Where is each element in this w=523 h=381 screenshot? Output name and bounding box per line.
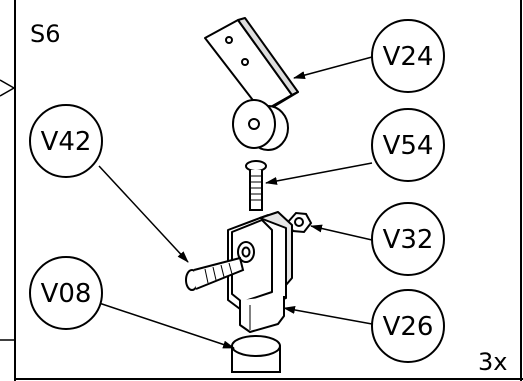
callout-v26: V26	[371, 289, 445, 363]
screw-part	[245, 160, 267, 211]
quantity-label: 3x	[478, 348, 507, 376]
callout-v32-label: V32	[383, 225, 434, 255]
callout-v32: V32	[371, 202, 445, 276]
callout-v24-label: V24	[383, 42, 434, 72]
callout-v54-label: V54	[383, 131, 434, 161]
leader-lines	[95, 56, 373, 349]
ring-part	[231, 335, 281, 373]
callout-v24: V24	[371, 19, 445, 93]
bolt-part	[185, 256, 245, 291]
frame-side-marks	[0, 79, 15, 341]
callout-v08: V08	[29, 256, 103, 330]
callout-v42: V42	[29, 104, 103, 178]
callout-v54: V54	[371, 108, 445, 182]
callout-v26-label: V26	[383, 312, 434, 342]
step-label: S6	[30, 20, 61, 48]
callout-v42-label: V42	[41, 127, 92, 157]
clevis-joint-part	[227, 211, 293, 333]
bracket-plate-part	[204, 17, 299, 151]
callout-v08-label: V08	[41, 279, 92, 309]
drawing-frame	[14, 0, 523, 381]
